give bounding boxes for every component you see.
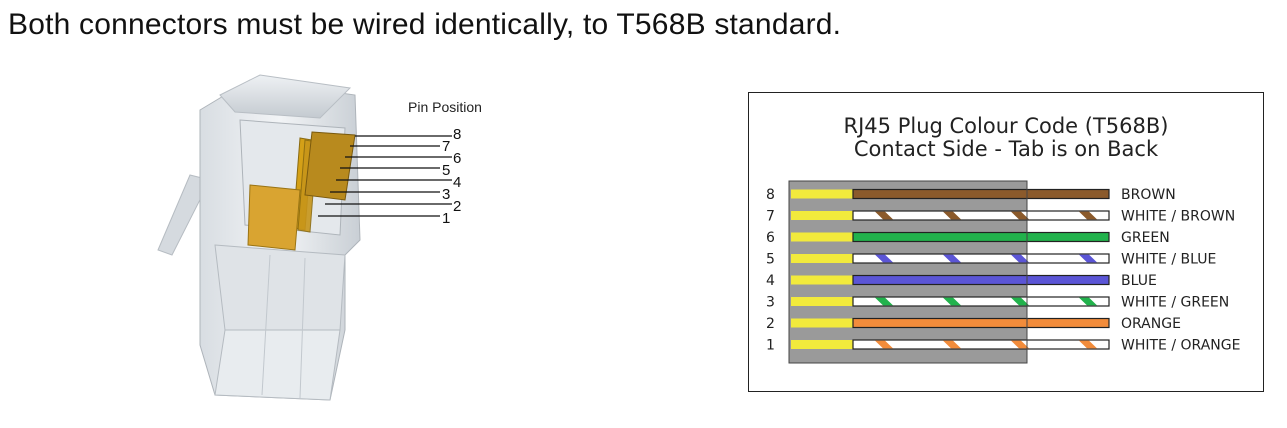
wire-1 <box>852 339 1110 350</box>
stripe-5-0 <box>875 254 893 263</box>
pin-label-6: 6 <box>766 230 775 246</box>
rj45-plug-illustration <box>157 74 452 401</box>
pin-number-3: 3 <box>442 186 451 203</box>
stripe-7-2 <box>1011 211 1029 220</box>
plug-body-block <box>788 180 1028 364</box>
stripe-1-3 <box>1079 340 1097 349</box>
contact-2 <box>791 318 853 328</box>
contact-5 <box>791 254 853 263</box>
stripe-3-2 <box>1011 297 1029 306</box>
pin-position-label: Pin Position <box>408 99 482 115</box>
wire-label-3: WHITE / GREEN <box>1121 295 1229 311</box>
contact-8 <box>791 189 853 199</box>
wire-label-5: WHITE / BLUE <box>1121 252 1216 268</box>
pin-label-3: 3 <box>766 295 775 311</box>
stripe-1-0 <box>875 340 893 349</box>
pin-label-1: 1 <box>766 338 775 354</box>
wire-7 <box>852 210 1110 221</box>
panel-title: RJ45 Plug Colour Code (T568B) <box>843 114 1169 138</box>
pin-label-8: 8 <box>766 187 775 203</box>
stripe-5-3 <box>1079 254 1097 263</box>
pin-label-4: 4 <box>766 273 775 289</box>
wire-label-4: BLUE <box>1121 273 1157 289</box>
stripe-5-1 <box>943 254 961 263</box>
pin-leader-lines <box>318 135 452 217</box>
headline: Both connectors must be wired identicall… <box>8 8 842 41</box>
wire-8 <box>852 188 1110 200</box>
stripe-7-0 <box>875 211 893 220</box>
pin-number-2: 2 <box>453 198 462 215</box>
wire-label-6: GREEN <box>1121 230 1170 246</box>
stripe-3-3 <box>1079 297 1097 306</box>
stripe-3-1 <box>943 297 961 306</box>
contact-6 <box>791 232 853 242</box>
gold-contacts <box>247 131 356 251</box>
pin-label-2: 2 <box>766 316 775 332</box>
stripe-1-2 <box>1011 340 1029 349</box>
stripe-7-1 <box>943 211 961 220</box>
stripe-5-2 <box>1011 254 1029 263</box>
wire-label-2: ORANGE <box>1121 316 1181 332</box>
wire-label-7: WHITE / BROWN <box>1121 209 1235 225</box>
contact-4 <box>791 275 853 285</box>
wire-3 <box>852 296 1110 307</box>
stripe-3-0 <box>875 297 893 306</box>
pin-number-1: 1 <box>442 210 451 227</box>
pin-label-7: 7 <box>766 209 775 225</box>
wire-label-1: WHITE / ORANGE <box>1121 338 1240 354</box>
wire-6 <box>852 231 1110 243</box>
colour-code-panel: RJ45 Plug Colour Code (T568B) Contact Si… <box>748 92 1264 392</box>
contact-3 <box>791 297 853 306</box>
wire-4 <box>852 274 1110 286</box>
wire-label-8: BROWN <box>1121 187 1176 203</box>
plug-outline <box>788 180 1028 364</box>
pin-number-7: 7 <box>442 138 451 155</box>
wire-diagram: 8 BROWN 7 WHITE / BROWN 6 GREEN 5 WHITE / BLUE 4… <box>766 180 1240 364</box>
wire-5 <box>852 253 1110 264</box>
panel-subtitle: Contact Side - Tab is on Back <box>853 137 1159 161</box>
contact-1 <box>791 340 853 349</box>
wire-2 <box>852 317 1110 329</box>
pin-number-6: 6 <box>453 150 462 167</box>
contact-7 <box>791 211 853 220</box>
pin-number-4: 4 <box>453 174 462 191</box>
pin-label-5: 5 <box>766 252 775 268</box>
pin-number-5: 5 <box>442 162 451 179</box>
stripe-7-3 <box>1079 211 1097 220</box>
pin-number-8: 8 <box>453 126 462 143</box>
stripe-1-1 <box>943 340 961 349</box>
